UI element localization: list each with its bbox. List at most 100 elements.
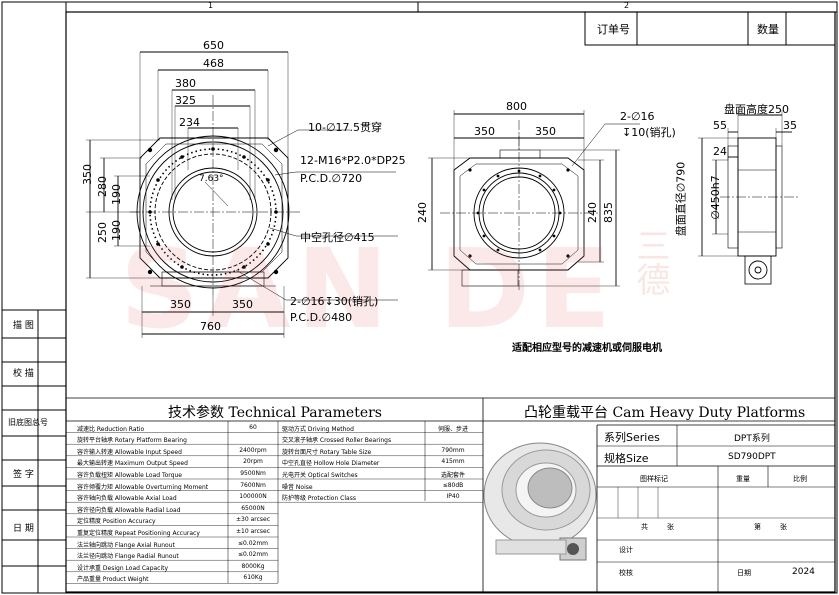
zone-number-2: 2	[624, 1, 630, 10]
tech-row-param-right: 防护等级 Protection Class	[282, 495, 356, 503]
note-pcd-480: P.C.D.∅480	[290, 311, 353, 324]
side-label-check: 校 描	[13, 369, 34, 379]
year-value: 2024	[792, 567, 815, 577]
tech-row-param: 法兰轴向跳动 Flange Axial Runout	[77, 541, 175, 549]
tech-params-title: 技术参数 Technical Parameters	[168, 405, 382, 421]
tech-row-value-right: ≤80dB	[442, 481, 464, 489]
tech-row-param-right: 噪音 Noise	[282, 483, 313, 491]
side-label-sign: 签 字	[13, 470, 34, 480]
design-label: 设计	[619, 546, 633, 554]
tech-row-param-right: 旋转台面尺寸 Rotary Table Size	[282, 448, 372, 456]
tech-row-param: 定位精度 Position Accuracy	[77, 518, 156, 526]
tech-row-value: ±10 arcsec	[236, 527, 270, 535]
note-hollow-diameter: 中空孔径∅415	[300, 231, 375, 244]
dim-468: 468	[203, 57, 224, 70]
sheet-label-2: 张	[780, 523, 787, 531]
tech-row-value-right: 选配套件	[440, 471, 465, 479]
note-top-pin-1: 2-∅16	[620, 110, 655, 123]
dim-350-right: 350	[232, 298, 253, 311]
watermark-side: 三德	[630, 228, 670, 296]
dim-280: 280	[96, 176, 109, 197]
tech-row-value-right: 415mm	[441, 458, 465, 466]
tech-row-param: 容许输入转速 Allowable Input Speed	[77, 448, 182, 456]
table-diameter-label: 盘面直径∅790	[674, 161, 688, 237]
motor-adapter-note: 适配相应型号的减速机或伺服电机	[512, 343, 662, 354]
dim-240-right: 240	[586, 202, 599, 223]
dim-800: 800	[506, 100, 527, 113]
tech-row-value: 100000N	[239, 493, 267, 501]
product-render	[483, 442, 597, 561]
angle-label: 7.63°	[199, 174, 224, 184]
dim-350-left: 350	[170, 298, 191, 311]
note-through-holes: 10-∅17.5贯穿	[308, 121, 383, 134]
note-top-pin-2: ↧10(销孔)	[622, 126, 676, 139]
table-height-label: 盘面高度250	[724, 103, 789, 116]
proof-label: 校核	[619, 569, 633, 577]
tech-row-param: 最大输出转速 Maximum Output Speed	[77, 460, 188, 468]
sample-mark-label: 图样标记	[640, 475, 668, 483]
tech-row-value: 8000Kg	[241, 562, 265, 570]
dim-350-top-right: 350	[535, 125, 556, 138]
tech-row-param-right: 光电开关 Optical Switches	[282, 471, 358, 479]
dim-380: 380	[175, 77, 196, 90]
order-number-label: 订单号	[597, 23, 630, 36]
dim-325: 325	[175, 94, 196, 107]
note-thread-holes: 12-M16*P2.0*DP25	[300, 154, 406, 167]
dim-760: 760	[200, 320, 221, 333]
tech-row-value: 60	[249, 423, 257, 431]
dim-250: 250	[96, 222, 109, 243]
tech-row-value: 20rpm	[243, 458, 263, 466]
dim-240-left: 240	[416, 202, 429, 223]
dim-350-vertical: 350	[81, 164, 94, 185]
tech-row-value: ≤0.02mm	[237, 551, 269, 559]
weight-label: 重量	[736, 475, 750, 483]
tech-row-value: 9500Nm	[240, 469, 266, 477]
tech-row-param-right: 交叉滚子轴承 Crossed Roller Bearings	[282, 437, 392, 445]
tech-row-param: 旋转平台轴承 Rotary Platform Bearing	[77, 437, 187, 445]
watermark-logo: SAN DE	[120, 225, 618, 353]
tech-row-param: 容许径向负载 Allowable Radial Load	[77, 506, 181, 514]
side-label-draw: 描 图	[13, 321, 34, 331]
tech-row-param: 容许轴向负载 Allowable Axial Load	[77, 495, 177, 503]
tech-row-value-right: 790mm	[441, 446, 465, 454]
dim-35: 35	[783, 119, 797, 132]
tech-row-param: 法兰径向跳动 Flange Radial Runout	[77, 553, 179, 561]
tech-row-value: 610Kg	[243, 574, 263, 582]
dim-55: 55	[713, 119, 727, 132]
tech-row-value: ≤0.02mm	[237, 539, 269, 547]
tech-row-value: 7600Nm	[240, 481, 266, 489]
total-label: 共	[641, 523, 648, 531]
tech-row-param: 重复定位精度 Repeat Positioning Accuracy	[77, 529, 200, 537]
note-pin-holes: 2-∅16↧30(销孔)	[290, 295, 379, 308]
tech-row-value-right: IP40	[446, 493, 460, 501]
dim-190-bottom: 190	[110, 220, 123, 241]
tech-row-value: 65000N	[241, 504, 265, 512]
series-label: 系列Series	[604, 431, 660, 444]
series-value: DPT系列	[734, 434, 770, 444]
quantity-label: 数量	[757, 23, 779, 36]
tech-row-param: 设计承重 Design Load Capacity	[77, 564, 169, 572]
tech-row-param: 减速比 Reduction Ratio	[77, 425, 145, 433]
dim-234: 234	[179, 116, 200, 129]
dim-450h7: ∅450h7	[708, 175, 722, 220]
tech-row-value: 2400rpm	[239, 446, 267, 454]
page-label: 第	[754, 523, 761, 531]
spec-label: 规格Size	[604, 452, 649, 465]
scale-label: 比例	[793, 475, 807, 483]
spec-value: SD790DPT	[728, 452, 776, 462]
bolt-holes-front	[147, 147, 279, 275]
note-pcd-720: P.C.D.∅720	[300, 172, 363, 185]
tech-row-value-right: 伺服、步进	[437, 425, 468, 433]
dim-650: 650	[203, 39, 224, 52]
dim-190-top: 190	[110, 184, 123, 205]
side-label-old-no: 旧底图总号	[8, 418, 48, 427]
bolt-holes-top	[468, 168, 570, 258]
dim-24: 24	[713, 145, 727, 158]
dim-835: 835	[602, 202, 615, 223]
zone-number-1: 1	[208, 1, 214, 10]
tech-row-param-right: 中空孔直径 Hollow Hole Diameter	[282, 460, 380, 468]
tech-row-param: 容许倾覆力矩 Allowable Overturning Moment	[77, 483, 209, 491]
side-label-date: 日 期	[13, 524, 34, 534]
tech-row-value: ±30 arcsec	[236, 516, 270, 524]
